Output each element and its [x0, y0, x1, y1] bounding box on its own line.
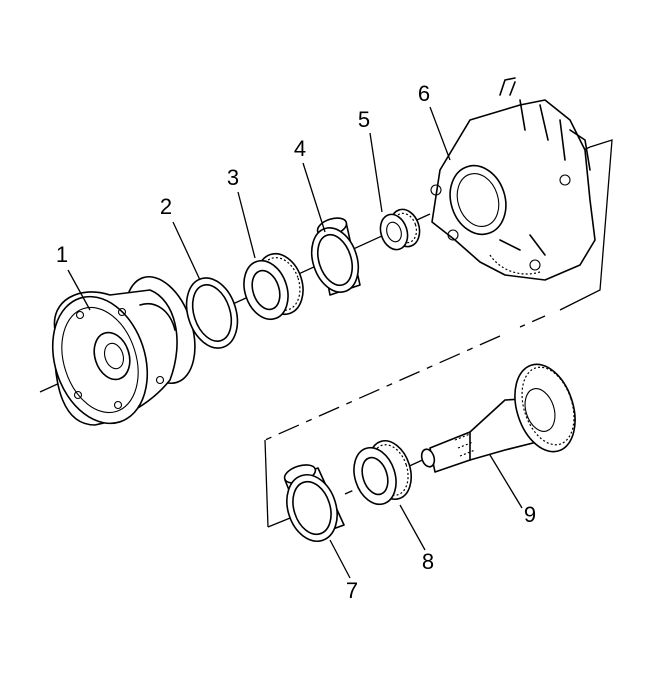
callout-6: 6	[418, 81, 430, 106]
callout-4: 4	[294, 136, 306, 161]
part-8-bearing	[353, 440, 412, 506]
callout-labels: 1 2 3 4 5 6 7 8 9	[56, 81, 536, 603]
part-9-pinion-gear	[420, 363, 576, 473]
callout-9: 9	[524, 502, 536, 527]
callout-5: 5	[358, 107, 370, 132]
callout-3: 3	[227, 165, 239, 190]
part-6-housing	[430, 77, 596, 281]
part-4-bearing-cup	[310, 217, 361, 296]
assembly-bracket	[264, 139, 613, 528]
part-3-bearing	[243, 252, 304, 321]
callout-8: 8	[422, 549, 434, 574]
callout-2: 2	[160, 194, 172, 219]
part-1-flange	[51, 275, 196, 426]
part-2-snap-ring	[185, 277, 239, 349]
callout-7: 7	[346, 578, 358, 603]
part-5-pilot-bearing	[379, 208, 421, 251]
callout-1: 1	[56, 242, 68, 267]
part-7-bearing-cup	[283, 464, 345, 542]
leader-lines	[67, 106, 523, 579]
